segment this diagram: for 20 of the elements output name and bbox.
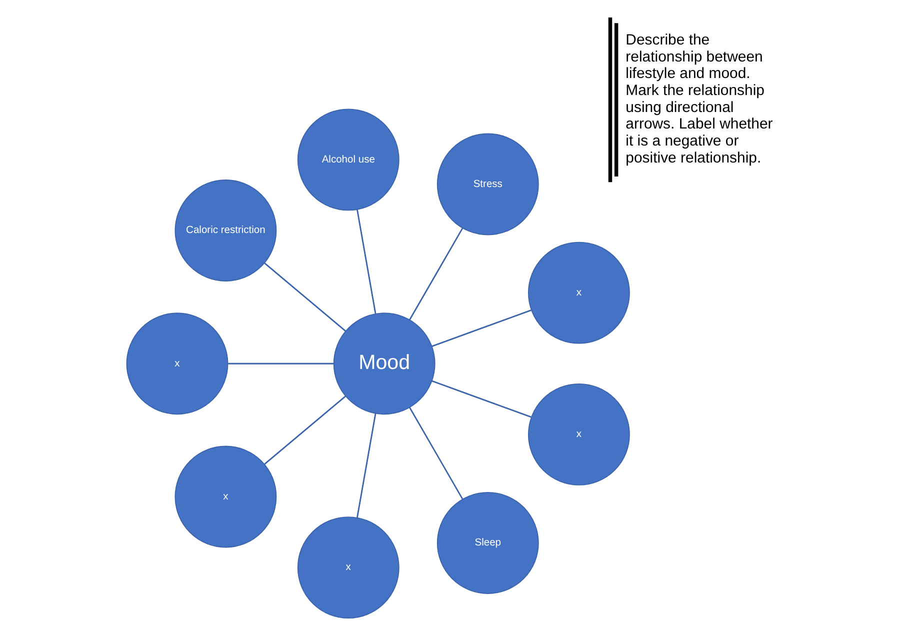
node-circle: Alcohol use: [296, 108, 399, 211]
connector: [356, 413, 376, 518]
connector: [431, 310, 531, 347]
connector: [264, 262, 346, 332]
node-circle: Sleep: [436, 492, 538, 594]
node-circle: Stress: [436, 133, 538, 236]
label: Describe the relationship between lifestyle and mood. Mark the relationship using directional arrows. Label whether it is a negative or positive relationship.: [625, 31, 772, 166]
connector: [408, 407, 463, 500]
connector: [356, 210, 376, 314]
node-circle: x: [527, 242, 630, 344]
connector: [264, 396, 346, 465]
connector: [228, 362, 334, 364]
node-circle: x: [174, 446, 276, 548]
connector: [408, 228, 463, 320]
node-circle: x: [296, 516, 399, 619]
node-circle: Caloric restriction: [174, 180, 276, 282]
node-circle: x: [126, 312, 228, 415]
node-circle: x: [527, 383, 630, 486]
node-circle: Mood: [332, 312, 435, 415]
connector: [431, 380, 531, 418]
